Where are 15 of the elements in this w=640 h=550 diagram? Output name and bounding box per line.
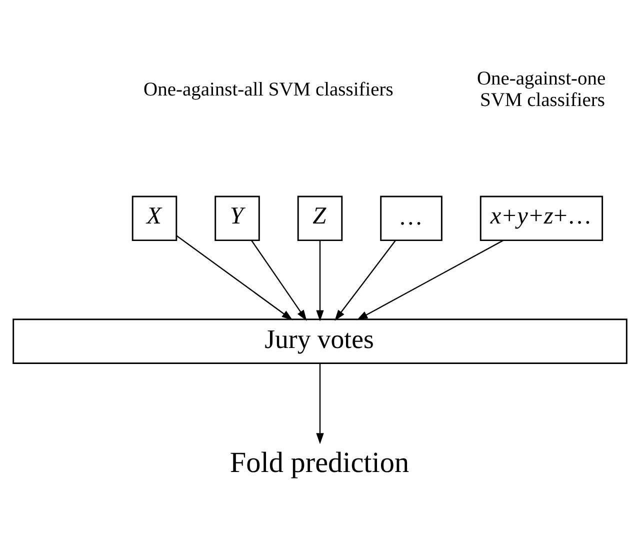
arrow [251,240,307,321]
node-text: Fold prediction [230,446,410,479]
label: One-against-one SVM classifiers [476,68,606,112]
node-box: X [132,196,178,242]
label: One-against-all SVM classifiers [144,79,394,100]
arrow [356,240,504,320]
node-box: Z [297,196,343,242]
node-box: Jury votes [12,318,628,364]
node-box: x+y+z+… [480,196,604,242]
arrow [176,235,293,320]
arrow [316,240,324,322]
arrow [334,240,396,321]
arrow [316,364,324,444]
node-box: Y [214,196,260,242]
node-box: … [380,196,442,242]
